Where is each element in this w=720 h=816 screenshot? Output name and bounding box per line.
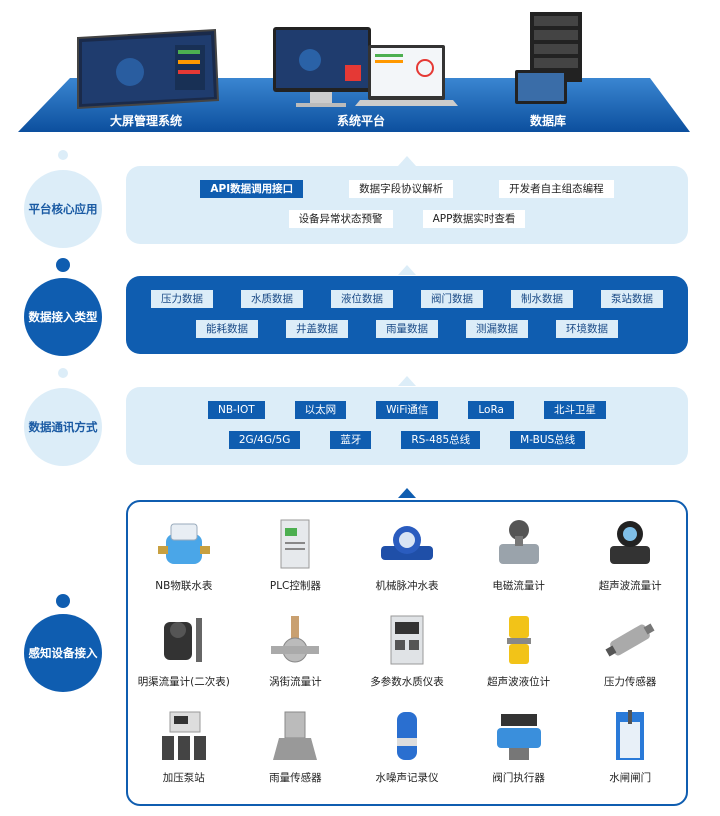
device-rain-sensor: 雨量传感器 [240, 704, 352, 800]
connector-dot [56, 258, 70, 272]
chip-comm: 以太网 [294, 401, 347, 419]
connector-dot [58, 368, 68, 378]
device-sluice-gate: 水闸闸门 [574, 704, 686, 800]
chip-comm: WiFi通信 [376, 401, 439, 419]
device-noise-logger: 水噪声记录仪 [351, 704, 463, 800]
platform-item-big-screen: 大屏管理系统 [109, 114, 182, 128]
ultrasonic-flowmeter-icon [610, 521, 651, 564]
chip-type: 雨量数据 [376, 320, 438, 338]
chip-comm: 蓝牙 [330, 431, 372, 449]
chip-dev-config: 开发者自主组态编程 [499, 180, 614, 198]
device-pressure-sensor: 压力传感器 [574, 608, 686, 704]
platform-item-database: 数据库 [529, 114, 566, 128]
layer-label-devices: 感知设备接入 [24, 614, 102, 692]
layer-label-data-types: 数据接入类型 [24, 278, 102, 356]
up-arrow-icon [398, 156, 416, 166]
platform-illustration [18, 12, 690, 132]
noise-logger-icon [396, 712, 417, 760]
device-pulse-meter: 机械脉冲水表 [351, 512, 463, 608]
chip-protocol: 数据字段协议解析 [349, 180, 454, 198]
chip-api: API数据调用接口 [200, 180, 304, 198]
rain-sensor-icon [273, 711, 318, 760]
chip-type: 泵站数据 [601, 290, 663, 308]
valve-actuator-icon [496, 714, 541, 760]
chip-type: 制水数据 [511, 290, 573, 308]
pulse-meter-icon [380, 526, 433, 560]
up-arrow-icon [398, 488, 416, 498]
device-valve-actuator: 阀门执行器 [463, 704, 575, 800]
database-icon [515, 12, 582, 104]
plc-controller-icon [280, 519, 310, 569]
pressure-sensor-icon [605, 623, 655, 657]
device-ultra-level: 超声波液位计 [463, 608, 575, 704]
system-platform-icon [273, 27, 458, 107]
device-water-quality: 多参数水质仪表 [351, 608, 463, 704]
chip-type: 阀门数据 [421, 290, 483, 308]
chip-comm: NB-IOT [208, 401, 265, 419]
chip-comm: 2G/4G/5G [228, 431, 301, 449]
core-apps-box: API数据调用接口 数据字段协议解析 开发者自主组态编程 设备异常状态预警 AP… [126, 166, 688, 244]
pump-station-icon [161, 711, 206, 760]
chip-comm: LoRa [468, 401, 514, 419]
up-arrow-icon [398, 376, 416, 386]
chip-alarm: 设备异常状态预警 [288, 210, 393, 228]
comm-box: NB-IOT 以太网 WiFi通信 LoRa 北斗卫星 2G/4G/5G 蓝牙 … [126, 387, 688, 465]
chip-comm: 北斗卫星 [543, 401, 606, 419]
connector-dot [58, 150, 68, 160]
up-arrow-icon [398, 265, 416, 275]
chip-comm: M-BUS总线 [510, 431, 586, 449]
device-em-flowmeter: 电磁流量计 [463, 512, 575, 608]
platform-banner: 大屏管理系统 系统平台 数据库 [0, 0, 720, 140]
chip-type: 压力数据 [151, 290, 213, 308]
platform-item-system: 系统平台 [336, 114, 385, 128]
device-pump-station: 加压泵站 [128, 704, 240, 800]
sluice-gate-icon [616, 710, 645, 760]
device-channel-flowmeter: 明渠流量计(二次表) [128, 608, 240, 704]
chip-app: APP数据实时查看 [422, 210, 526, 228]
em-flowmeter-icon [498, 520, 539, 564]
device-nb-meter: NB物联水表 [128, 512, 240, 608]
layer-label-core-apps: 平台核心应用 [24, 170, 102, 248]
ultrasonic-level-icon [506, 616, 531, 664]
connector-dot [56, 594, 70, 608]
chip-type: 能耗数据 [196, 320, 258, 338]
water-quality-meter-icon [390, 615, 424, 665]
chip-comm: RS-485总线 [401, 431, 481, 449]
water-meter-icon [157, 523, 210, 564]
chip-type: 井盖数据 [286, 320, 348, 338]
devices-box: NB物联水表 PLC控制器 机械脉冲水表 电磁流量计 超声波流量计 明渠流量计(… [126, 500, 688, 806]
data-types-box: 压力数据 水质数据 液位数据 阀门数据 制水数据 泵站数据 能耗数据 井盖数据 … [126, 276, 688, 354]
device-plc: PLC控制器 [240, 512, 352, 608]
vortex-flowmeter-icon [271, 616, 320, 663]
big-screen-icon [77, 28, 220, 110]
chip-type: 测漏数据 [466, 320, 528, 338]
chip-type: 水质数据 [241, 290, 303, 308]
device-ultra-flowmeter: 超声波流量计 [574, 512, 686, 608]
chip-type: 液位数据 [331, 290, 393, 308]
channel-flowmeter-icon [163, 618, 202, 662]
layer-label-comm: 数据通讯方式 [24, 388, 102, 466]
device-vortex-flowmeter: 涡街流量计 [240, 608, 352, 704]
chip-type: 环境数据 [556, 320, 618, 338]
